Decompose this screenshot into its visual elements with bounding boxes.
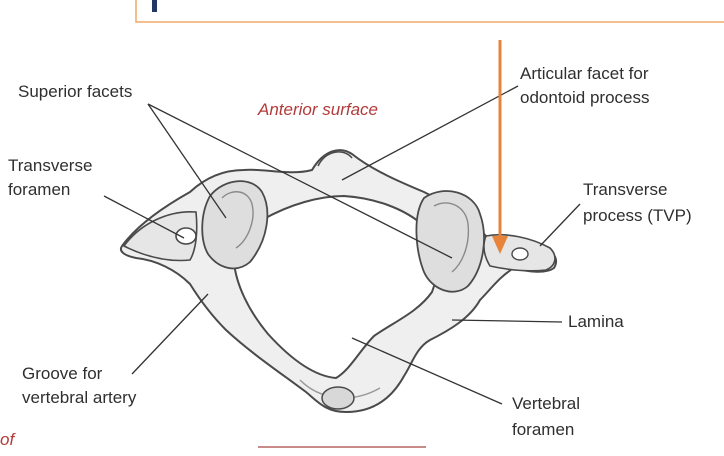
right-facet-shading (433, 202, 470, 273)
leader-transverse-foramen (103, 195, 185, 239)
label-groove-line1: Groove for (22, 364, 103, 383)
label-articular-facet-line1: Articular facet for (520, 64, 649, 83)
leader-transverse-process (539, 203, 581, 247)
top-frame-box (135, 0, 724, 23)
label-cut-off-text: of (0, 430, 15, 449)
label-transverse-foramen-line2: foramen (8, 180, 71, 199)
label-articular-facet-line2: odontoid process (520, 88, 650, 107)
label-groove-line2: vertebral artery (22, 388, 137, 407)
leader-articular-facet (341, 85, 519, 181)
label-anterior-surface: Anterior surface (258, 100, 378, 119)
left-facet-shading (221, 191, 254, 249)
leader-groove (131, 293, 209, 375)
label-superior-facets: Superior facets (18, 82, 133, 101)
orange-arrow-head (492, 236, 508, 254)
leader-vertebral-foramen (351, 337, 503, 405)
right-transverse-foramen (511, 247, 529, 261)
label-vertebral-foramen-line1: Vertebral (512, 394, 581, 413)
leader-lamina (451, 319, 563, 323)
label-transverse-process-line2: process (TVP) (583, 206, 692, 225)
left-transverse-foramen (175, 227, 197, 245)
atlas-inner-opening (232, 194, 439, 380)
label-transverse-foramen-line1: Transverse (8, 156, 93, 175)
anterior-tubercle (317, 151, 353, 167)
label-transverse-process-line1: Transverse (583, 180, 668, 199)
leader-lines (103, 85, 581, 405)
label-lamina: Lamina (568, 312, 624, 331)
posterior-tubercle (321, 386, 355, 410)
right-superior-facet (415, 190, 485, 293)
leader-superior-facet-left (147, 103, 227, 219)
top-frame-bar (152, 0, 157, 12)
leader-superior-facet-right (147, 103, 453, 259)
label-vertebral-foramen-line2: foramen (512, 420, 575, 439)
